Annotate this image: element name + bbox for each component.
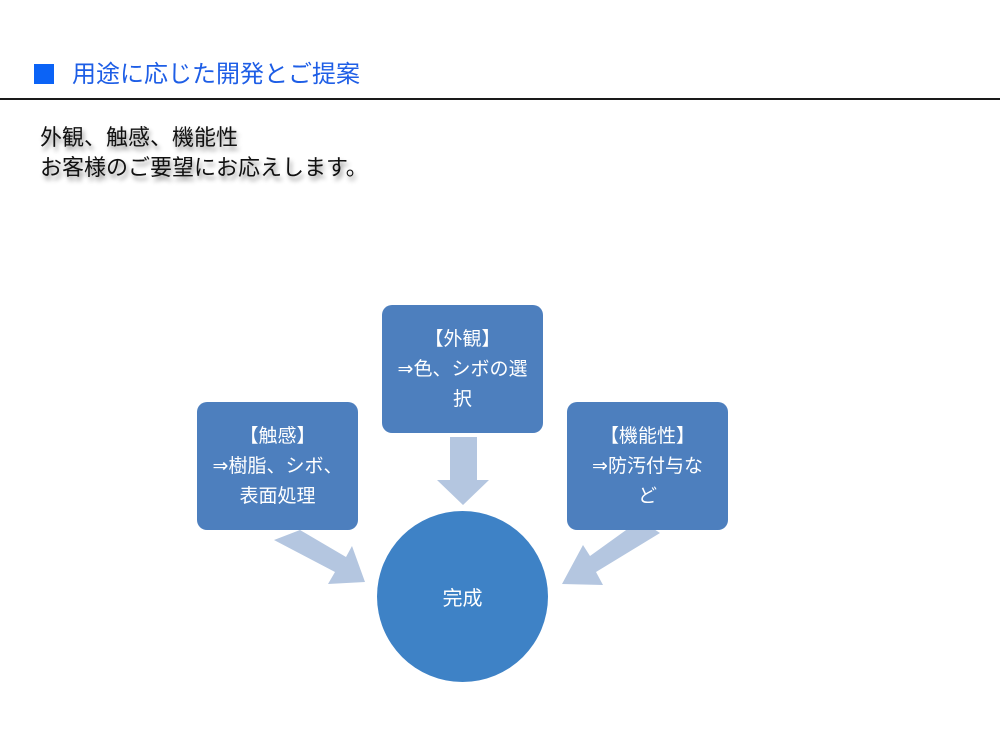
header-divider [0,98,1000,100]
intro-line-2: お客様のご要望にお応えします。 [40,156,368,181]
touch-box: 【触感】 ⇒樹脂、シボ、 表面処理 [197,402,358,530]
completion-circle: 完成 [377,511,548,682]
slide-header: 用途に応じた開発とご提案 [0,0,1000,100]
function-heading: 【機能性】 [599,425,695,447]
arrow-touch-to-center [274,530,365,584]
slide-title: 用途に応じた開発とご提案 [72,60,360,88]
function-box: 【機能性】 ⇒防汚付与な ど [567,402,728,530]
touch-detail-1: ⇒樹脂、シボ、 [212,455,343,477]
function-detail-2: ど [637,485,657,507]
appearance-detail-1: ⇒色、シボの選 [397,358,528,380]
arrow-appearance-to-center [437,437,489,505]
touch-detail-2: 表面処理 [239,485,316,507]
appearance-box: 【外観】 ⇒色、シボの選 択 [382,305,543,433]
completion-label: 完成 [442,586,483,610]
intro-line-1: 外観、触感、機能性 [40,126,239,151]
title-bullet-square [34,64,54,84]
appearance-heading: 【外観】 [424,328,501,350]
intro-text: 外観、触感、機能性 お客様のご要望にお応えします。 [40,124,368,184]
appearance-detail-2: 択 [452,388,472,410]
touch-heading: 【触感】 [239,425,316,447]
arrow-function-to-center [562,520,660,585]
function-detail-1: ⇒防汚付与な [592,455,703,477]
